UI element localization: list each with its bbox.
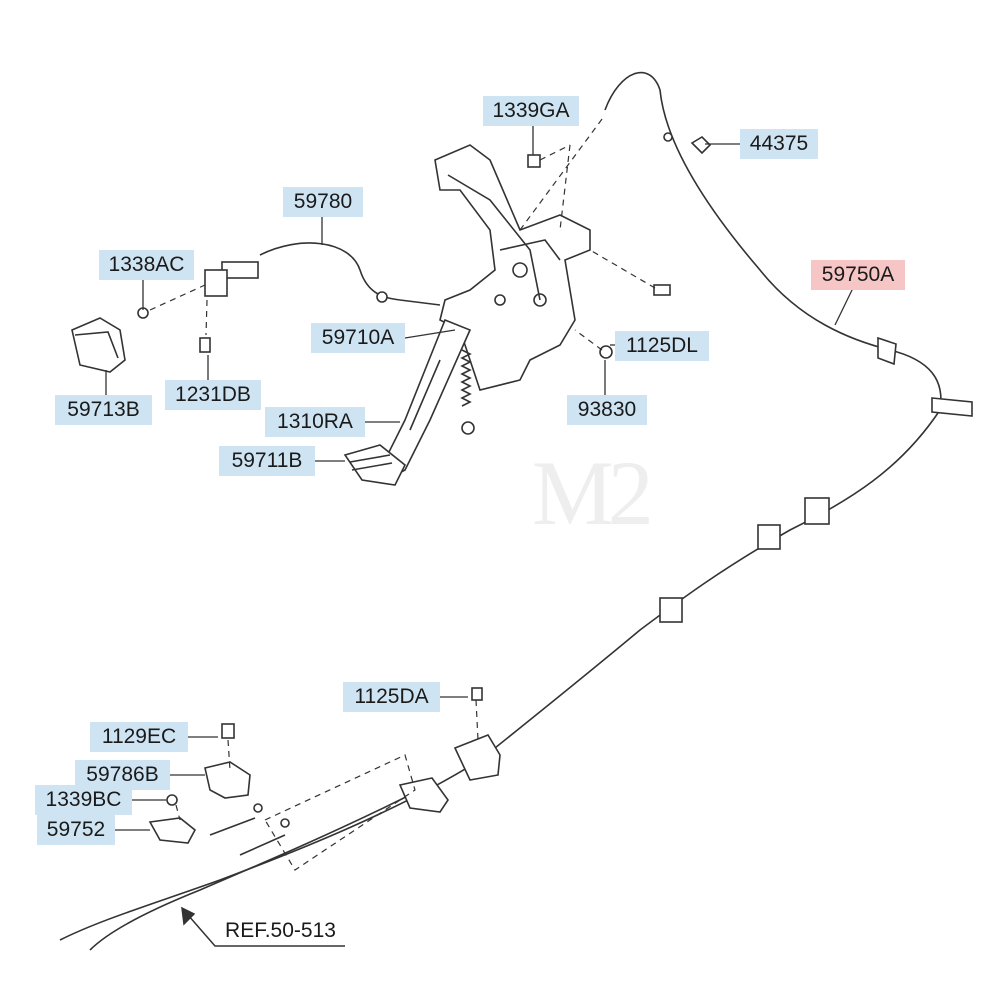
front-cable: [259, 242, 401, 301]
main-cable: [604, 71, 942, 411]
pedal-bracket: [434, 144, 591, 391]
release-handle: [71, 317, 126, 373]
part-label-93830[interactable]: 93830: [567, 395, 647, 425]
equalizer-bracket: [453, 734, 501, 781]
part-label-1129EC[interactable]: 1129EC: [90, 722, 188, 752]
part-label-1125DL[interactable]: 1125DL: [615, 331, 709, 361]
part-label-59750A[interactable]: 59750A: [811, 260, 905, 290]
part-label-59713B[interactable]: 59713B: [55, 395, 152, 425]
part-label-1310RA[interactable]: 1310RA: [265, 407, 365, 437]
part-label-1338AC[interactable]: 1338AC: [99, 250, 194, 280]
part-label-1125DA[interactable]: 1125DA: [343, 682, 440, 712]
part-label-59780[interactable]: 59780: [283, 187, 363, 217]
rear-bracket: [204, 761, 251, 799]
watermark: M2: [532, 442, 654, 544]
return-spring: [460, 349, 472, 407]
part-label-1231DB[interactable]: 1231DB: [165, 380, 261, 410]
part-label-59710A[interactable]: 59710A: [311, 323, 405, 353]
part-label-1339BC[interactable]: 1339BC: [35, 785, 132, 815]
part-label-59752[interactable]: 59752: [37, 815, 115, 845]
part-label-1339GA[interactable]: 1339GA: [483, 96, 579, 126]
part-label-59711B[interactable]: 59711B: [219, 446, 315, 476]
part-label-44375[interactable]: 44375: [740, 129, 818, 159]
reference-label: REF.50-513: [225, 919, 336, 942]
